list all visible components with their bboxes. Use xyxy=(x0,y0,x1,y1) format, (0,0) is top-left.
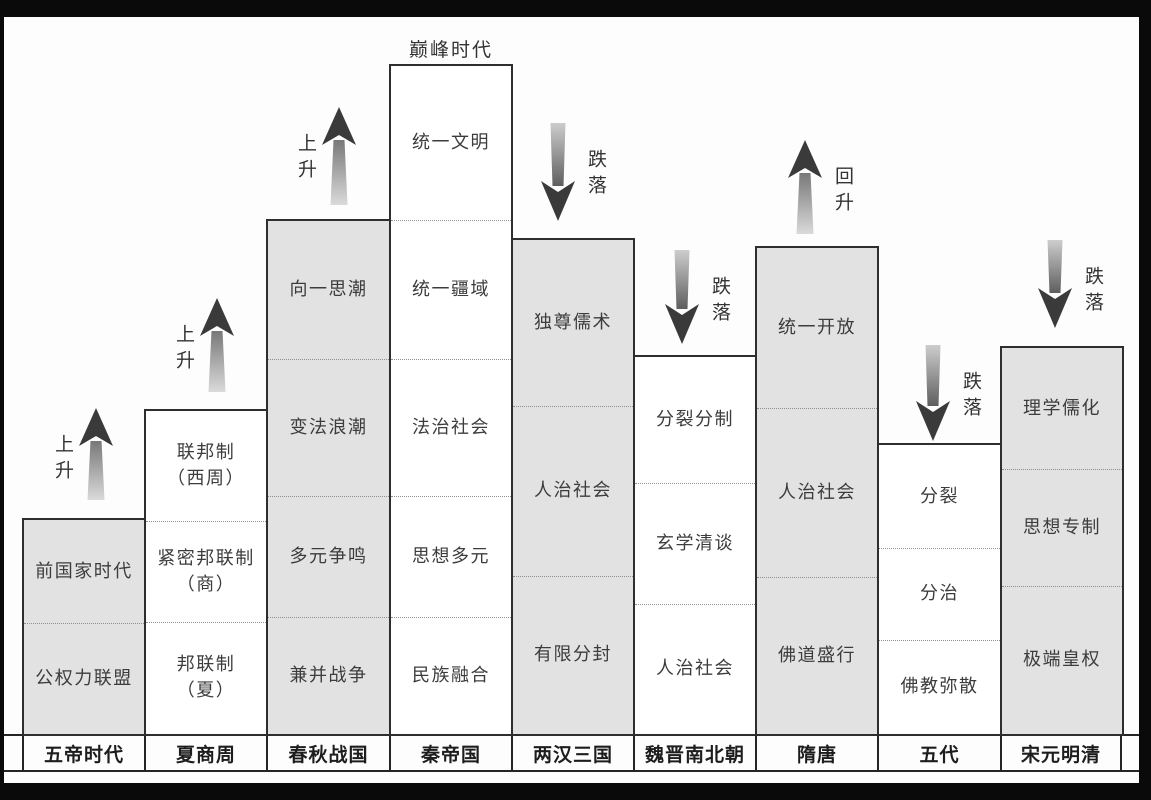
bar-segment: 多元争鸣 xyxy=(268,495,389,618)
bar-segment: 法治社会 xyxy=(391,359,511,496)
segment-label: 有限分封 xyxy=(534,644,612,666)
category-label: 魏晋南北朝 xyxy=(633,736,755,770)
segment-label: 统一开放 xyxy=(778,317,856,339)
peak-era-label: 巅峰时代 xyxy=(408,39,493,61)
segment-label: 紧密邦联制 xyxy=(157,548,255,569)
segment-label: 联邦制 xyxy=(176,442,236,464)
segment-label: 统一疆域 xyxy=(412,278,490,300)
bar-segment: 思想专制 xyxy=(1002,469,1122,585)
arrow-label: 跌落 xyxy=(960,371,982,423)
era-bar-1: 前国家时代公权力联盟 xyxy=(22,518,146,736)
segment-label: 分裂分制 xyxy=(656,409,734,431)
segment-label: 思想专制 xyxy=(1023,517,1101,539)
category-label: 五代 xyxy=(877,736,1000,770)
segment-label: 兼并战争 xyxy=(289,665,368,687)
bar-segment: 变法浪潮 xyxy=(268,359,389,495)
bar-segment: 民族融合 xyxy=(391,617,511,734)
category-label: 五帝时代 xyxy=(22,736,144,770)
bar-segment: 玄学清谈 xyxy=(635,483,755,603)
segment-label: 民族融合 xyxy=(412,665,490,687)
segment-label: （西周） xyxy=(167,468,245,490)
bar-segment: 邦联制 （夏） xyxy=(146,621,266,734)
bar-segment: 极端皇权 xyxy=(1002,585,1122,734)
bar-segment: 佛道盛行 xyxy=(757,576,877,734)
arrow-label: 上升 xyxy=(52,434,74,486)
up-arrow-icon xyxy=(788,140,822,234)
segment-label: 极端皇权 xyxy=(1023,649,1101,671)
segment-label: 佛道盛行 xyxy=(778,644,856,666)
bar-segment: 理学儒化 xyxy=(1002,348,1122,469)
segment-label: 佛教弥散 xyxy=(900,676,979,698)
down-arrow-icon xyxy=(1038,240,1072,328)
era-bar-4: 统一文明统一疆域法治社会思想多元民族融合 xyxy=(389,64,513,736)
segment-label: 人治社会 xyxy=(778,482,856,503)
segment-label: 理学儒化 xyxy=(1023,397,1101,419)
bar-segment: 分裂分制 xyxy=(635,357,755,483)
arrow-label: 回升 xyxy=(832,166,854,218)
era-bar-6: 分裂分制玄学清谈人治社会 xyxy=(633,355,757,736)
segment-label: 玄学清谈 xyxy=(656,533,734,554)
segment-label: 分裂 xyxy=(920,485,959,507)
up-arrow-icon xyxy=(79,408,113,500)
down-arrow-icon xyxy=(665,250,699,344)
up-arrow-icon xyxy=(322,107,356,205)
segment-label: 变法浪潮 xyxy=(289,417,368,439)
bar-segment: 紧密邦联制 （商） xyxy=(146,521,266,621)
bar-segment: 前国家时代 xyxy=(24,520,144,623)
arrow-label: 上升 xyxy=(295,133,317,185)
bar-segment: 统一文明 xyxy=(391,66,511,220)
category-label: 两汉三国 xyxy=(511,736,633,770)
category-label: 秦帝国 xyxy=(389,736,511,770)
category-label: 夏商周 xyxy=(144,736,266,770)
chart-stage: 巅峰时代 五帝时代夏商周春秋战国秦帝国两汉三国魏晋南北朝隋唐五代宋元明清 前国家… xyxy=(4,17,1139,783)
category-label: 宋元明清 xyxy=(1000,736,1122,770)
bar-segment: 独尊儒术 xyxy=(513,240,633,406)
bar-segment: 分治 xyxy=(879,548,1000,639)
bar-segment: 人治社会 xyxy=(635,603,755,734)
bar-segment: 公权力联盟 xyxy=(24,623,144,734)
bar-segment: 向一思潮 xyxy=(268,221,389,359)
bar-segment: 统一疆域 xyxy=(391,219,511,360)
down-arrow-icon xyxy=(916,345,950,441)
bar-segment: 联邦制 （西周） xyxy=(146,411,266,521)
arrow-label: 跌落 xyxy=(585,149,607,201)
bar-segment: 人治社会 xyxy=(757,408,877,576)
segment-label: 公权力联盟 xyxy=(35,668,133,690)
segment-label: 向一思潮 xyxy=(289,279,368,301)
down-arrow-icon xyxy=(541,123,575,221)
era-bar-2: 联邦制 （西周） 紧密邦联制 （商） 邦联制 （夏） xyxy=(144,409,268,736)
bar-segment: 统一开放 xyxy=(757,248,877,408)
bar-segment: 佛教弥散 xyxy=(879,639,1000,734)
category-axis: 五帝时代夏商周春秋战国秦帝国两汉三国魏晋南北朝隋唐五代宋元明清 xyxy=(4,734,1139,772)
arrow-label: 跌落 xyxy=(709,276,731,328)
era-bar-8: 分裂分治佛教弥散 xyxy=(877,443,1002,736)
arrow-label: 上升 xyxy=(173,324,195,376)
era-bar-9: 理学儒化思想专制极端皇权 xyxy=(1000,346,1124,736)
bar-segment: 思想多元 xyxy=(391,495,511,618)
bar-segment: 分裂 xyxy=(879,445,1000,548)
bar-segment: 人治社会 xyxy=(513,406,633,575)
segment-label: 独尊儒术 xyxy=(534,312,612,334)
segment-label: 思想多元 xyxy=(412,546,490,568)
era-bar-5: 独尊儒术人治社会有限分封 xyxy=(511,238,635,736)
segment-label: 统一文明 xyxy=(412,131,490,153)
segment-label: 前国家时代 xyxy=(35,560,133,582)
segment-label: 法治社会 xyxy=(412,416,490,438)
category-label: 隋唐 xyxy=(755,736,877,770)
segment-label: （商） xyxy=(176,574,236,595)
bar-segment: 兼并战争 xyxy=(268,617,389,734)
segment-label: 人治社会 xyxy=(534,480,612,502)
up-arrow-icon xyxy=(200,298,234,392)
segment-label: 分治 xyxy=(920,583,959,605)
segment-label: 多元争鸣 xyxy=(289,546,368,568)
era-bar-3: 向一思潮变法浪潮多元争鸣兼并战争 xyxy=(266,219,391,736)
segment-label: 人治社会 xyxy=(656,658,734,680)
category-label: 春秋战国 xyxy=(266,736,389,770)
arrow-label: 跌落 xyxy=(1082,266,1104,318)
era-bar-7: 统一开放人治社会佛道盛行 xyxy=(755,246,879,736)
segment-label: （夏） xyxy=(176,680,236,702)
bar-segment: 有限分封 xyxy=(513,575,633,734)
segment-label: 邦联制 xyxy=(176,654,236,676)
